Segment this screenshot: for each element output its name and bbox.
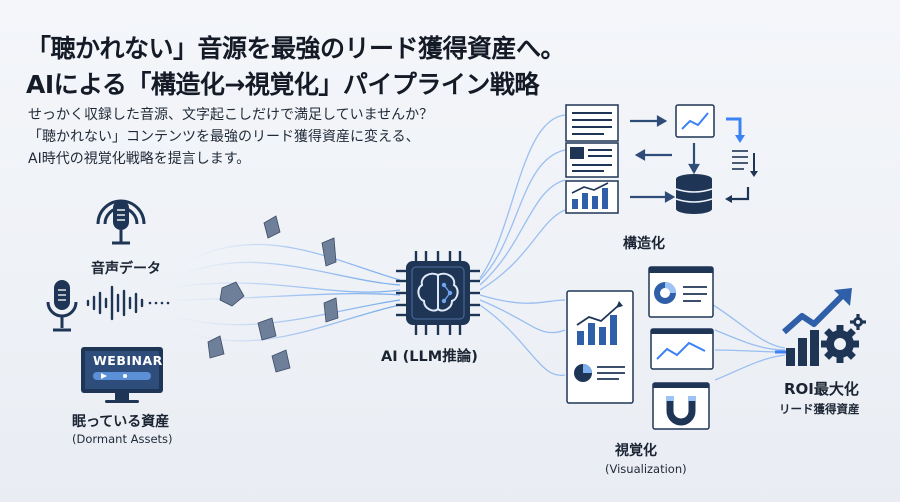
subtitle-line2: 「聴かれない」コンテンツを最強のリード獲得資産に変える、 bbox=[28, 129, 420, 145]
visual-sub-label: (Visualization) bbox=[605, 462, 687, 476]
structure-cluster bbox=[565, 104, 758, 214]
ai-label: AI (LLM推論) bbox=[381, 349, 478, 365]
dormant-assets-sub: (Dormant Assets) bbox=[72, 432, 173, 446]
roi-label: ROI最大化 bbox=[784, 380, 859, 398]
structure-label: 構造化 bbox=[623, 236, 665, 252]
webinar-text: WEBINAR bbox=[93, 353, 163, 368]
microphone-icon bbox=[46, 280, 78, 332]
audio-data-label: 音声データ bbox=[91, 261, 161, 277]
page-title-line2: AIによる「構造化→視覚化」パイプライン戦略 bbox=[26, 70, 539, 99]
podcast-mic-icon bbox=[96, 199, 146, 245]
webinar-monitor-icon bbox=[81, 347, 163, 403]
subtitle-line3: AI時代の視覚化戦略を提言します。 bbox=[28, 151, 251, 167]
waveform-icon bbox=[86, 285, 170, 321]
roi-growth-gear-icon bbox=[782, 288, 866, 366]
document-icon bbox=[565, 104, 619, 142]
roi-sub-label: リード獲得資産 bbox=[779, 402, 860, 416]
ai-chip-brain-icon bbox=[396, 251, 480, 335]
visual-label: 視覚化 bbox=[615, 443, 657, 459]
page-title-line1: 「聴かれない」音源を最強のリード獲得資産へ。 bbox=[26, 34, 566, 63]
subtitle-line1: せっかく収録した音源、文字起こしだけで満足していませんか？ bbox=[28, 107, 434, 123]
dormant-assets-label: 眠っている資産 bbox=[72, 414, 170, 430]
visual-cluster bbox=[566, 266, 714, 430]
